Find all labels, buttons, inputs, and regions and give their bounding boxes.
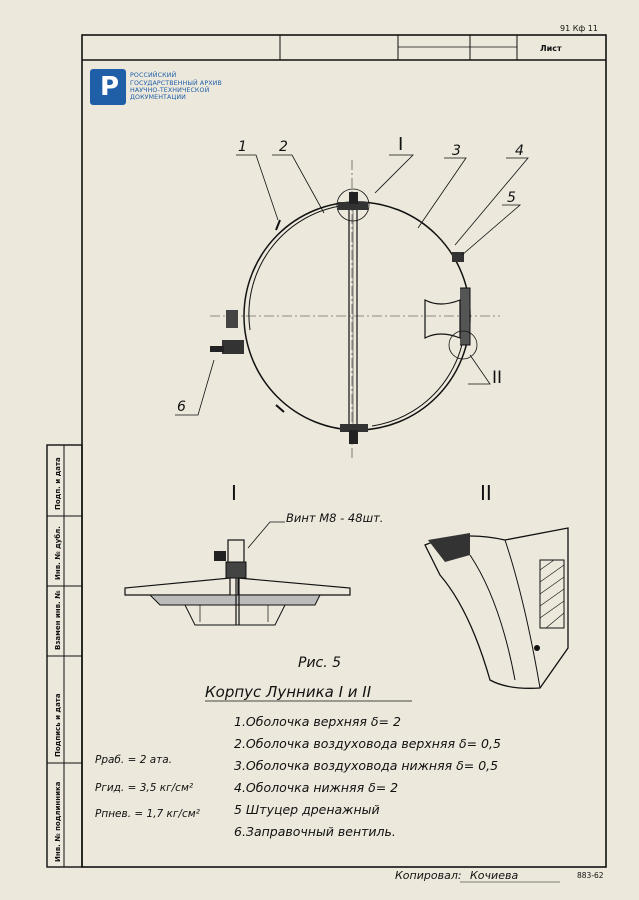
inner-shell-lower (371, 289, 466, 427)
bottom-flange (340, 424, 368, 432)
marker-detail-I: I (398, 134, 403, 155)
doc-code: 883-62 (577, 871, 604, 880)
callout-4: 4 (515, 143, 524, 159)
detail-II-view: II (424, 481, 569, 689)
figure-title: Корпус Лунника I и II (205, 683, 372, 701)
detail-I-title: I (231, 481, 237, 505)
part-2: 2.Оболочка воздуховода верхняя δ= 0,5 (234, 736, 501, 751)
sheet-label: Лист (540, 44, 562, 53)
callout-5: 5 (507, 190, 516, 206)
left-mount (226, 310, 238, 328)
part-6: 6.Заправочный вентиль. (234, 824, 396, 839)
callout-2: 2 (279, 139, 288, 155)
part-4: 4.Оболочка нижняя δ= 2 (234, 780, 398, 795)
stamp-duplicate-inv: Инв. № дубл. (54, 526, 62, 580)
copied-by: Кочиева (470, 869, 518, 882)
nozzle (424, 299, 461, 339)
archive-logo-text: РОССИЙСКИЙ ГОСУДАРСТВЕННЫЙ АРХИВ НАУЧНО-… (130, 72, 222, 102)
stamp-original-inv: Инв. № подлинника (54, 781, 62, 862)
callout-3: 3 (452, 143, 461, 159)
pressure-pneumatic: Pпнев. = 1,7 кг/см² (95, 808, 201, 820)
detail-I-view: I Винт М8 - 48шт. (124, 481, 383, 626)
callout-leaders (175, 154, 529, 416)
archive-logo-mark: Р (90, 69, 126, 105)
filling-valve (222, 340, 244, 354)
pressure-working: Pраб. = 2 ата. (95, 754, 172, 766)
marker-detail-II: II (492, 368, 502, 388)
top-flange (338, 202, 368, 210)
screw-note: Винт М8 - 48шт. (286, 511, 383, 525)
sheet-code: 91 Кф 11 (560, 24, 598, 33)
top-bolt (349, 192, 358, 204)
figure-number: Рис. 5 (298, 655, 341, 671)
stamp-replaced-inv: Взамен инв. № (54, 590, 62, 650)
drain-fitting (452, 252, 464, 262)
callout-1: 1 (238, 139, 247, 155)
part-3: 3.Оболочка воздуховода нижняя δ= 0,5 (234, 758, 498, 773)
stamp-signature-date: Подпись и дата (54, 693, 62, 757)
detail-I-circle (336, 188, 370, 222)
side-flange (460, 287, 471, 346)
stamp-sign-date-2: Подп. и дата (54, 457, 62, 510)
detail-II-title: II (480, 481, 492, 505)
detail-II-circle (448, 330, 478, 360)
copied-label: Копировал: (395, 869, 462, 882)
inner-shell-upper (248, 205, 341, 331)
archive-logo: Р РОССИЙСКИЙ ГОСУДАРСТВЕННЫЙ АРХИВ НАУЧН… (90, 69, 222, 105)
pressure-hydraulic: Pгид. = 3,5 кг/см² (95, 782, 194, 794)
part-5: 5 Штуцер дренажный (234, 802, 380, 817)
bottom-bolt (349, 430, 358, 444)
main-section-view (210, 160, 500, 460)
part-1: 1.Оболочка верхняя δ= 2 (234, 714, 401, 729)
callout-6: 6 (177, 399, 186, 415)
